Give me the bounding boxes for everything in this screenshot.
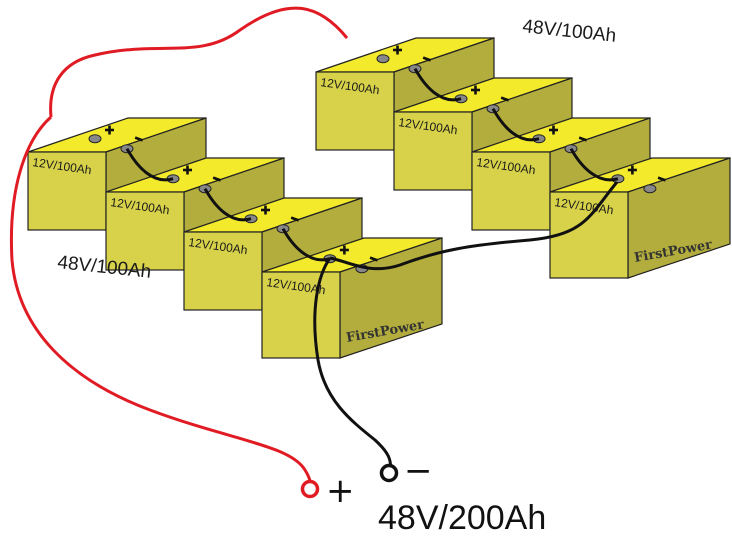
plus-mark-icon bbox=[396, 45, 399, 55]
minus-mark-icon bbox=[500, 96, 510, 102]
battery-front-face bbox=[105, 191, 185, 271]
battery-front-face bbox=[183, 231, 263, 311]
series-jumper-wire bbox=[569, 147, 619, 182]
series-jumper-wire bbox=[281, 227, 331, 262]
series-jumper-wire bbox=[203, 187, 252, 222]
plus-mark-icon bbox=[631, 165, 634, 175]
positive-output-wire bbox=[9, 115, 312, 489]
output-negative-symbol: − bbox=[404, 451, 433, 491]
plus-mark-icon bbox=[186, 165, 189, 175]
bank-left: 12V/100Ah12V/100Ah12V/100Ah12V/100AhFirs… bbox=[27, 117, 443, 359]
minus-mark-icon bbox=[578, 136, 588, 142]
plus-mark-icon bbox=[552, 125, 555, 135]
positive-terminal-icon bbox=[376, 54, 390, 64]
negative-output-wire bbox=[313, 257, 392, 471]
positive-main-wire bbox=[49, 6, 349, 118]
battery-front-face bbox=[393, 111, 473, 191]
output-rating-label: 48V/200Ah bbox=[378, 499, 546, 537]
battery-front-face bbox=[27, 151, 107, 231]
negative-output-terminal bbox=[379, 463, 399, 483]
plus-mark-icon bbox=[474, 85, 477, 95]
negative-bridge-wire bbox=[329, 181, 619, 271]
minus-mark-icon bbox=[134, 136, 144, 142]
minus-mark-icon bbox=[212, 176, 222, 182]
bank-right-label: 48V/100Ah bbox=[521, 16, 617, 47]
minus-mark-icon bbox=[369, 256, 379, 262]
series-jumper-wire bbox=[491, 107, 540, 142]
plus-mark-icon bbox=[108, 125, 111, 135]
battery-front-face bbox=[261, 271, 341, 359]
positive-terminal-icon bbox=[88, 134, 102, 144]
battery-front-face bbox=[549, 191, 629, 279]
minus-mark-icon bbox=[657, 176, 667, 182]
battery-front-face bbox=[471, 151, 551, 231]
minus-mark-icon bbox=[422, 56, 432, 62]
positive-output-terminal bbox=[300, 479, 320, 499]
negative-terminal-icon bbox=[643, 184, 657, 194]
bank-right: 12V/100Ah12V/100Ah12V/100Ah12V/100AhFirs… bbox=[315, 37, 731, 279]
output-positive-symbol: + bbox=[326, 471, 355, 511]
minus-mark-icon bbox=[290, 216, 300, 222]
battery-front-face bbox=[315, 71, 395, 151]
series-jumper-wire bbox=[125, 147, 174, 182]
plus-mark-icon bbox=[264, 205, 267, 215]
series-jumper-wire bbox=[413, 67, 462, 102]
plus-mark-icon bbox=[343, 245, 346, 255]
